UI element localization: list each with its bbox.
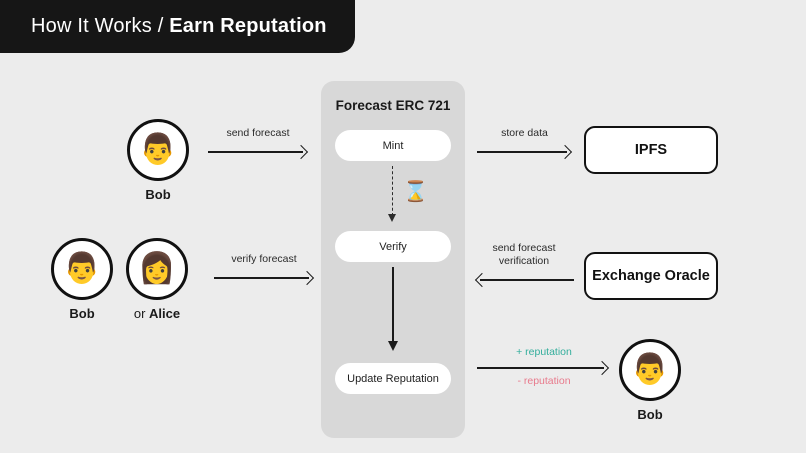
flow-send-forecast: send forecast xyxy=(208,127,309,160)
diagram-canvas: 👨 Bob send forecast store data IPFS 👨 Bo… xyxy=(0,53,806,453)
actor-bob-mid: 👨 Bob xyxy=(51,238,113,321)
arrow-down-icon xyxy=(388,341,398,351)
step-mint-label: Mint xyxy=(382,139,404,152)
actor-bob-bottom-label: Bob xyxy=(637,407,663,422)
flow-store-data: store data xyxy=(477,127,573,160)
dashed-arrow-line xyxy=(392,166,393,216)
flow-oracle-verification-line1: send forecast xyxy=(492,242,556,254)
entity-ipfs-label: IPFS xyxy=(634,142,668,158)
step-verify[interactable]: Verify xyxy=(335,231,451,262)
actor-alice-label-main: Alice xyxy=(149,306,181,321)
actor-alice-mid-label: or Alice xyxy=(126,306,188,321)
arrow-right-icon xyxy=(299,270,315,286)
flow-verify-forecast: verify forecast xyxy=(214,253,315,286)
entity-exchange-oracle: Exchange Oracle xyxy=(584,252,718,300)
page-title: How It Works / Earn Reputation xyxy=(31,15,327,38)
hourglass-icon: ⌛ xyxy=(403,181,428,203)
entity-ipfs: IPFS xyxy=(584,126,718,174)
step-verify-label: Verify xyxy=(379,240,407,253)
page-title-prefix: How It Works / xyxy=(31,15,170,37)
man-avatar-icon: 👨 xyxy=(127,119,189,181)
arrow-shaft xyxy=(477,151,567,153)
man-avatar-icon: 👨 xyxy=(51,238,113,300)
flow-oracle-verification-line2: verification xyxy=(498,255,550,267)
page-title-main: Earn Reputation xyxy=(169,15,327,37)
flow-oracle-verification: send forecast verification xyxy=(474,242,574,288)
arrow-shaft xyxy=(477,367,604,369)
flow-oracle-verification-label: send forecast verification xyxy=(474,242,574,268)
arrow-left-icon xyxy=(474,272,490,288)
flow-reputation-plus-label: + reputation xyxy=(516,346,572,358)
arrow-shaft xyxy=(208,151,303,153)
entity-exchange-oracle-label: Exchange Oracle xyxy=(592,268,710,284)
flow-verify-forecast-label: verify forecast xyxy=(231,253,297,265)
arrow-right-icon xyxy=(594,360,610,376)
arrow-right-icon xyxy=(293,144,309,160)
actor-alice-label-prefix: or xyxy=(133,306,150,321)
actor-alice-mid: 👩 or Alice xyxy=(126,238,188,321)
actor-bob-top-label: Bob xyxy=(145,187,171,202)
flow-store-data-label: store data xyxy=(501,127,548,139)
solid-arrow-verify-to-update xyxy=(388,267,398,353)
solid-arrow-line xyxy=(392,267,394,344)
actor-bob-top: 👨 Bob xyxy=(127,119,189,202)
header-bar: How It Works / Earn Reputation xyxy=(0,0,355,53)
step-update-reputation-label: Update Reputation xyxy=(347,372,439,385)
arrow-shaft xyxy=(214,277,309,279)
dashed-arrow-mint-to-verify xyxy=(388,166,396,223)
arrow-down-icon xyxy=(388,214,396,222)
contract-panel: Forecast ERC 721 Mint ⌛ Verify Update Re… xyxy=(321,81,465,438)
actor-bob-bottom: 👨 Bob xyxy=(619,339,681,422)
arrow-shaft xyxy=(480,279,574,281)
flow-reputation: + reputation - reputation xyxy=(477,346,611,391)
arrow-right-icon xyxy=(557,144,573,160)
step-mint[interactable]: Mint xyxy=(335,130,451,161)
man-avatar-icon: 👨 xyxy=(619,339,681,401)
contract-panel-title: Forecast ERC 721 xyxy=(335,98,451,113)
actor-bob-mid-label: Bob xyxy=(69,306,95,321)
flow-send-forecast-label: send forecast xyxy=(226,127,290,139)
step-update-reputation[interactable]: Update Reputation xyxy=(335,363,451,394)
woman-avatar-icon: 👩 xyxy=(126,238,188,300)
flow-reputation-minus-label: - reputation xyxy=(517,375,571,387)
